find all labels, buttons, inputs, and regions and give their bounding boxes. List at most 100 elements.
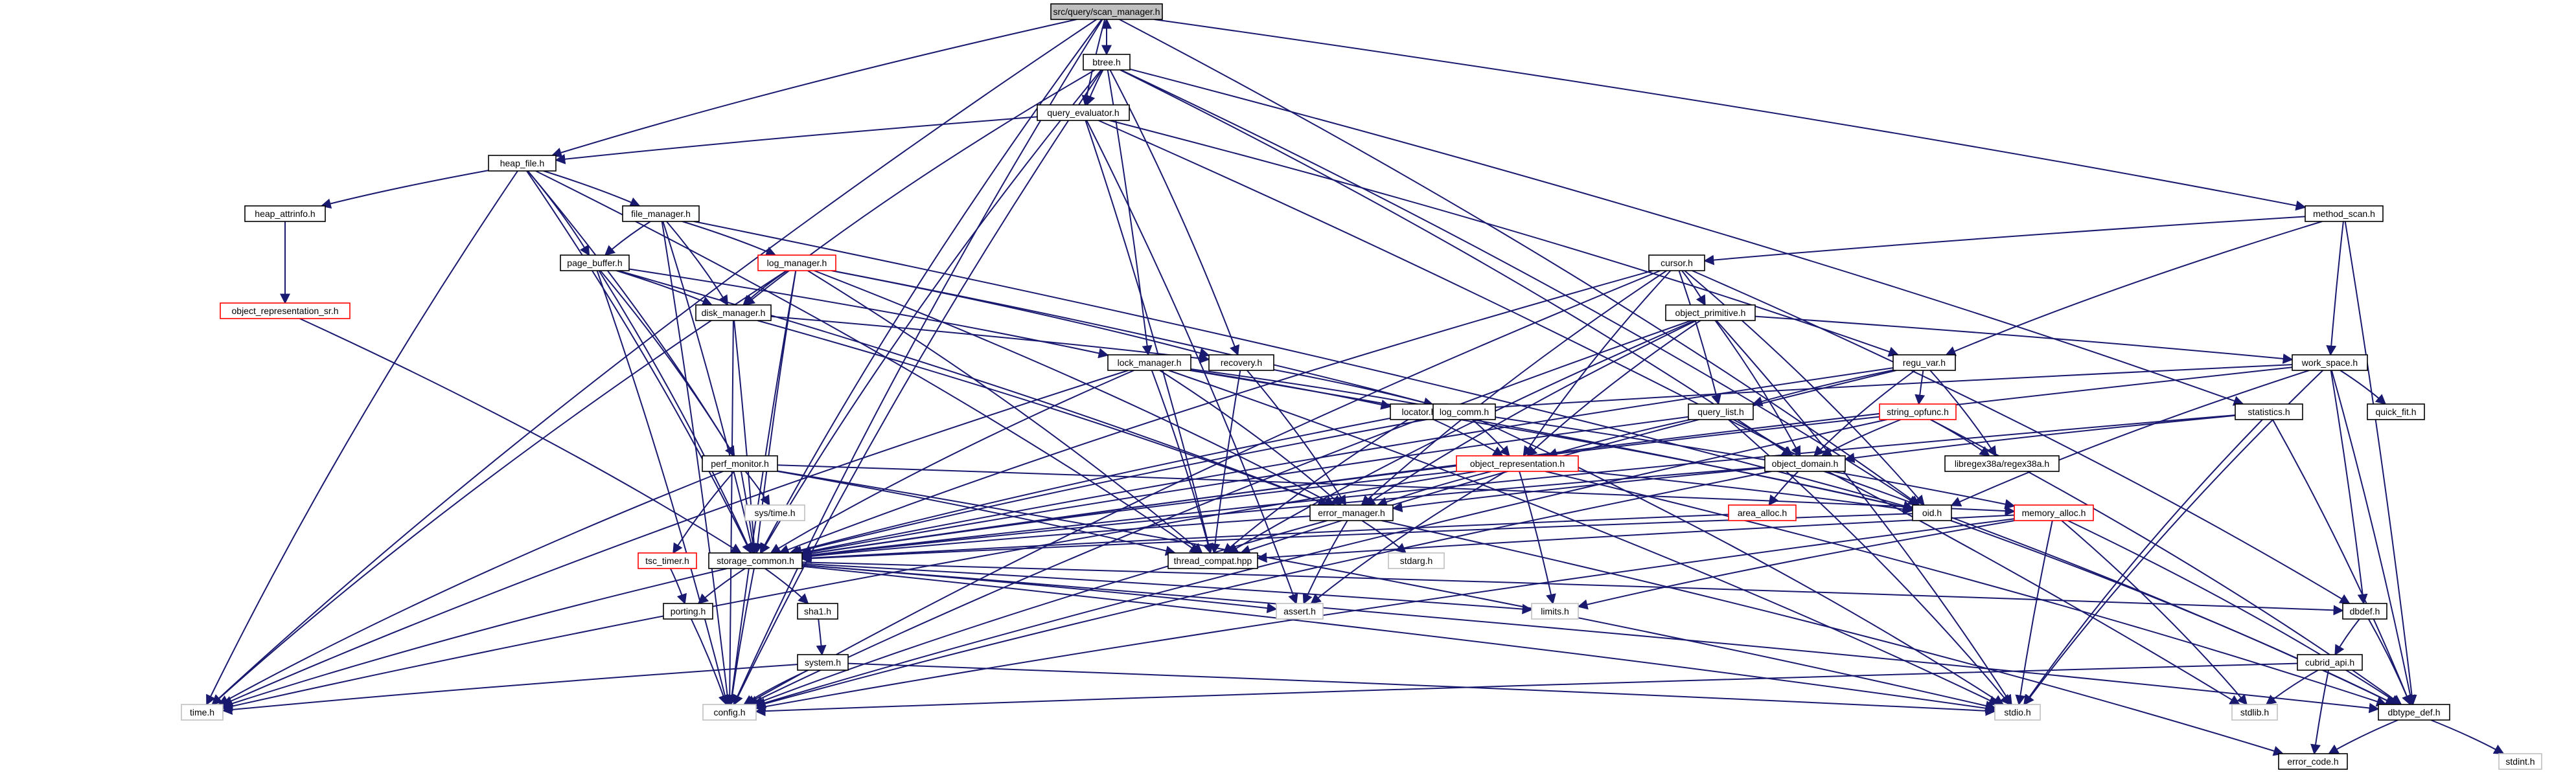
node-label: sha1.h <box>804 606 831 616</box>
node-oid[interactable]: oid.h <box>1912 504 1952 521</box>
node-thread-compat[interactable]: thread_compat.hpp <box>1167 552 1258 569</box>
node-tsc-timer[interactable]: tsc_timer.h <box>638 552 697 569</box>
node-label: string_opfunc.h <box>1887 407 1949 417</box>
node-page-buffer[interactable]: page_buffer.h <box>560 254 630 271</box>
node-box <box>2367 403 2425 420</box>
edge-scan_manager-to-oid <box>1119 19 1920 506</box>
edge-heap_file-to-time <box>206 170 518 706</box>
edge-method_scan-to-dbtype_def <box>2344 221 2417 706</box>
node-config[interactable]: config.h <box>702 704 757 721</box>
node-disk-manager[interactable]: disk_manager.h <box>695 304 772 321</box>
node-work-space[interactable]: work_space.h <box>2292 354 2368 371</box>
node-label: locator.h <box>1402 407 1436 417</box>
node-label: statistics.h <box>2248 407 2290 417</box>
node-regex38a[interactable]: libregex38a/regex38a.h <box>1944 455 2060 472</box>
node-sys-time[interactable]: sys/time.h <box>744 504 805 521</box>
edge-heap_file-to-thread_compat <box>535 170 1201 554</box>
edge-lock_manager-to-stdio <box>1168 370 1999 705</box>
edge-regu_var-to-storage_common <box>800 367 1894 556</box>
node-system[interactable]: system.h <box>797 654 849 671</box>
edge-object_representation_sr-to-storage_common <box>299 318 742 554</box>
node-heap-attrinfo[interactable]: heap_attrinfo.h <box>244 205 326 222</box>
node-cursor[interactable]: cursor.h <box>1648 254 1705 271</box>
node-box <box>1208 354 1274 371</box>
node-box <box>757 254 836 271</box>
node-stdio[interactable]: stdio.h <box>1994 704 2041 721</box>
node-object-representation[interactable]: object_representation.h <box>1456 455 1579 472</box>
node-scan-manager[interactable]: src/query/scan_manager.h <box>1050 3 1163 20</box>
node-label: porting.h <box>671 606 706 616</box>
node-sha1[interactable]: sha1.h <box>797 603 838 620</box>
node-perf-monitor[interactable]: perf_monitor.h <box>702 455 778 472</box>
node-log-manager[interactable]: log_manager.h <box>757 254 836 271</box>
node-stdarg[interactable]: stdarg.h <box>1388 552 1445 569</box>
edge-cubrid_api-to-error_code <box>2310 670 2329 755</box>
edge-error_manager-to-error_code <box>1381 520 2284 756</box>
edge-error_manager-to-stdarg <box>1361 520 1407 554</box>
node-limits[interactable]: limits.h <box>1531 603 1579 620</box>
edge-btree-to-config <box>733 69 1103 706</box>
node-query-list[interactable]: query_list.h <box>1688 403 1754 420</box>
node-btree[interactable]: btree.h <box>1083 54 1131 71</box>
node-cubrid-api[interactable]: cubrid_api.h <box>2297 654 2363 671</box>
edge-storage_common-to-dbtype_def <box>801 564 2380 714</box>
edge-memory_alloc-to-stdio <box>2015 520 2053 706</box>
edge-cursor-to-object_primitive <box>1681 270 1706 306</box>
node-dbdef[interactable]: dbdef.h <box>2342 603 2387 620</box>
node-string-opfunc[interactable]: string_opfunc.h <box>1879 403 1957 420</box>
edge-statistics-to-stdio <box>2023 419 2263 706</box>
node-porting[interactable]: porting.h <box>663 603 713 620</box>
node-quick-fit[interactable]: quick_fit.h <box>2367 403 2425 420</box>
node-box <box>702 704 757 721</box>
node-object-domain[interactable]: object_domain.h <box>1764 455 1846 472</box>
node-stdlib[interactable]: stdlib.h <box>2231 704 2278 721</box>
node-box <box>1531 603 1579 620</box>
node-box <box>708 552 803 569</box>
node-time[interactable]: time.h <box>181 704 224 721</box>
node-box <box>1994 704 2041 721</box>
node-area-alloc[interactable]: area_alloc.h <box>1728 504 1797 521</box>
node-label: storage_common.h <box>717 556 794 566</box>
node-label: time.h <box>190 707 214 717</box>
node-lock-manager[interactable]: lock_manager.h <box>1107 354 1191 371</box>
node-object-representation-sr[interactable]: object_representation_sr.h <box>220 302 351 319</box>
node-label: btree.h <box>1092 57 1121 67</box>
node-box <box>1276 603 1324 620</box>
node-statistics[interactable]: statistics.h <box>2235 403 2303 420</box>
edge-perf_monitor-to-time <box>218 471 724 705</box>
node-file-manager[interactable]: file_manager.h <box>622 205 700 222</box>
node-label: quick_fit.h <box>2375 407 2416 417</box>
node-storage-common[interactable]: storage_common.h <box>708 552 803 569</box>
edge-regu_var-to-query_list <box>1752 369 1894 407</box>
edge-cubrid_api-to-config <box>755 662 2298 717</box>
node-label: config.h <box>713 707 745 717</box>
node-label: sys/time.h <box>754 508 795 518</box>
node-box <box>2342 603 2387 620</box>
edge-disk_manager-to-recovery <box>770 315 1210 364</box>
node-error-manager[interactable]: error_manager.h <box>1309 504 1394 521</box>
node-error-code[interactable]: error_code.h <box>2278 753 2348 770</box>
node-stdint[interactable]: stdint.h <box>2498 753 2542 770</box>
edge-storage_common-to-time <box>222 568 728 709</box>
node-query-evaluator[interactable]: query_evaluator.h <box>1037 104 1130 121</box>
edge-page_buffer-to-lock_manager <box>628 268 1109 359</box>
node-box <box>2305 205 2384 222</box>
node-memory-alloc[interactable]: memory_alloc.h <box>2014 504 2094 521</box>
node-box <box>622 205 700 222</box>
edge-regu_var-to-string_opfunc <box>1915 370 1926 405</box>
edge-query_list-to-object_domain <box>1733 419 1793 456</box>
node-regu-var[interactable]: regu_var.h <box>1892 354 1956 371</box>
node-assert[interactable]: assert.h <box>1276 603 1324 620</box>
edge-statistics-to-object_domain <box>1844 414 2236 464</box>
node-object-primitive[interactable]: object_primitive.h <box>1665 304 1756 321</box>
node-box <box>560 254 630 271</box>
node-log-comm[interactable]: log_comm.h <box>1432 403 1496 420</box>
edge-work_space-to-locator <box>1446 364 2293 415</box>
node-method-scan[interactable]: method_scan.h <box>2305 205 2384 222</box>
node-label: query_list.h <box>1697 407 1744 417</box>
node-recovery[interactable]: recovery.h <box>1208 354 1274 371</box>
node-label: assert.h <box>1283 606 1316 616</box>
node-heap-file[interactable]: heap_file.h <box>488 155 557 172</box>
node-label: log_manager.h <box>767 258 827 268</box>
node-dbtype-def[interactable]: dbtype_def.h <box>2378 704 2450 721</box>
